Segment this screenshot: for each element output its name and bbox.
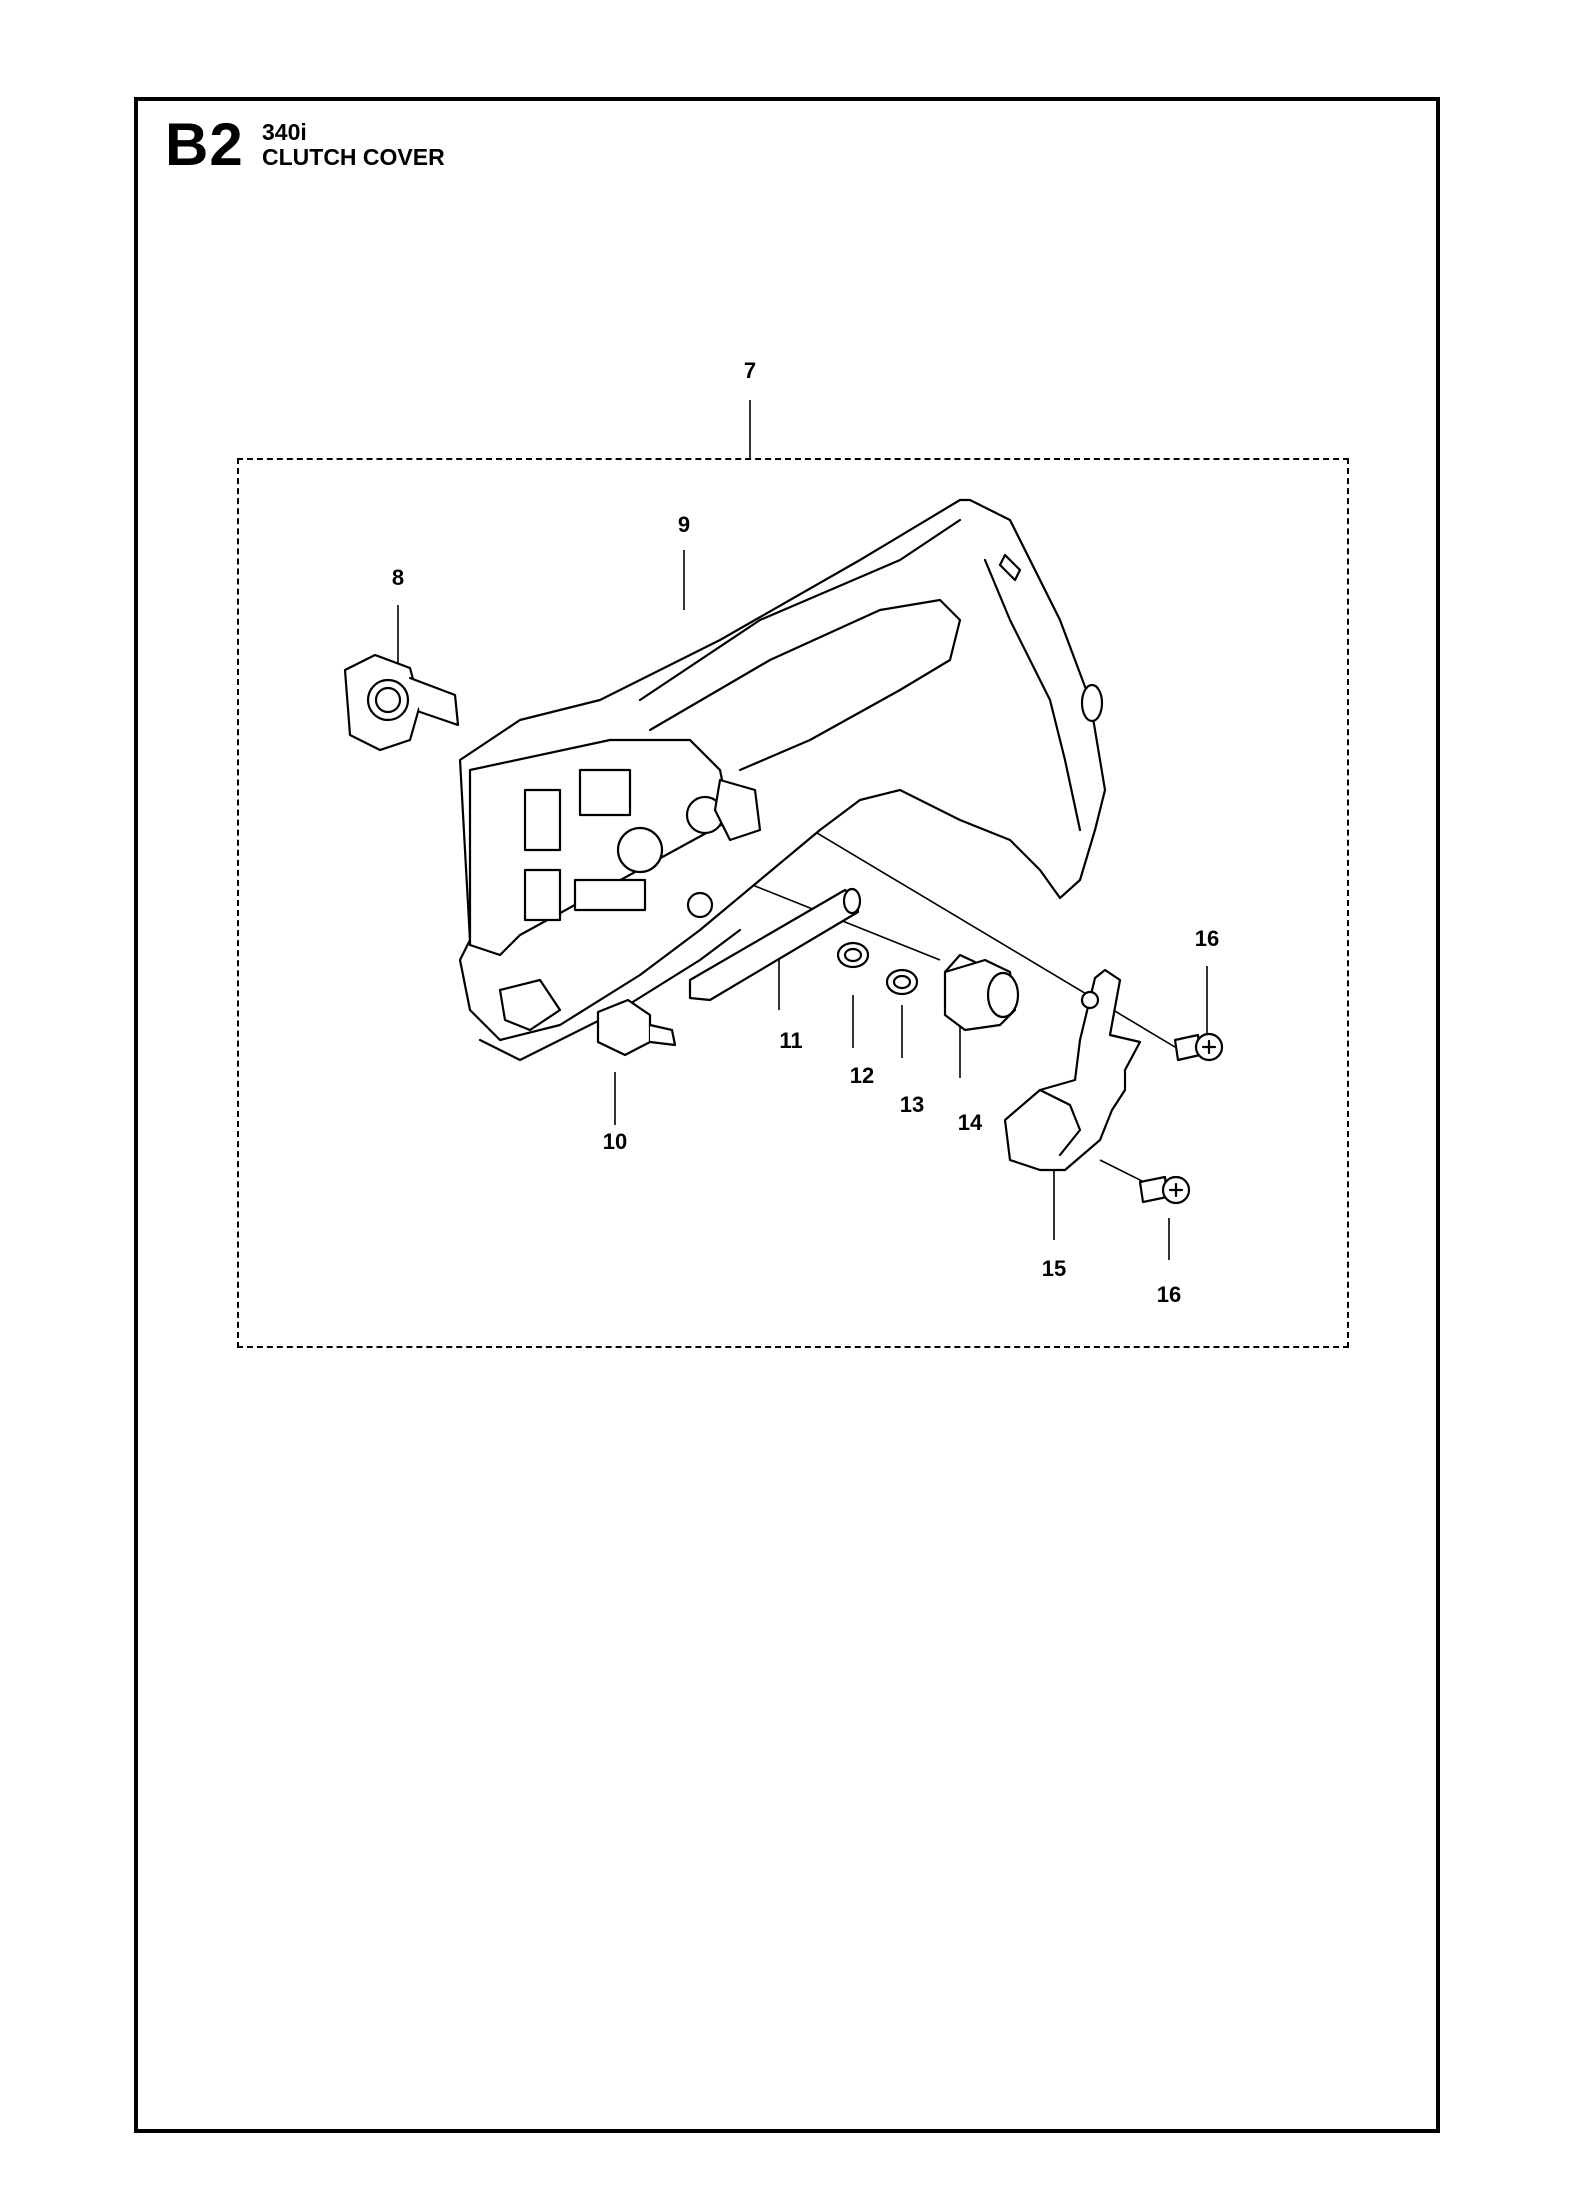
callout-16-bottom: 16	[1156, 1282, 1182, 1307]
screw-16-bottom	[1138, 1175, 1191, 1205]
clutch-cover-body	[458, 498, 1107, 1062]
washer-13	[885, 968, 919, 996]
callout-10: 10	[602, 1129, 628, 1154]
cover-plate	[1003, 968, 1142, 1172]
section-title: CLUTCH COVER	[262, 144, 445, 170]
callout-13: 13	[899, 1092, 925, 1117]
spacer-nut	[943, 953, 1020, 1032]
callout-11: 11	[779, 1028, 803, 1053]
screw-16-top	[1173, 1032, 1224, 1062]
callout-12: 12	[849, 1063, 875, 1088]
section-code: B2	[165, 111, 244, 178]
page-frame	[134, 97, 1440, 2133]
callout-14: 14	[957, 1110, 983, 1135]
callout-7: 7	[743, 358, 757, 383]
kit-group-box	[237, 458, 1349, 1348]
adjuster-screw	[596, 998, 677, 1057]
model-name: 340i	[262, 119, 307, 145]
callout-8: 8	[391, 565, 405, 590]
washer-12	[836, 941, 870, 969]
callout-15: 15	[1041, 1256, 1067, 1281]
tensioner-knob	[343, 653, 460, 752]
callout-16-top: 16	[1194, 926, 1220, 951]
callout-9: 9	[677, 512, 691, 537]
bar-stud	[688, 887, 862, 1002]
